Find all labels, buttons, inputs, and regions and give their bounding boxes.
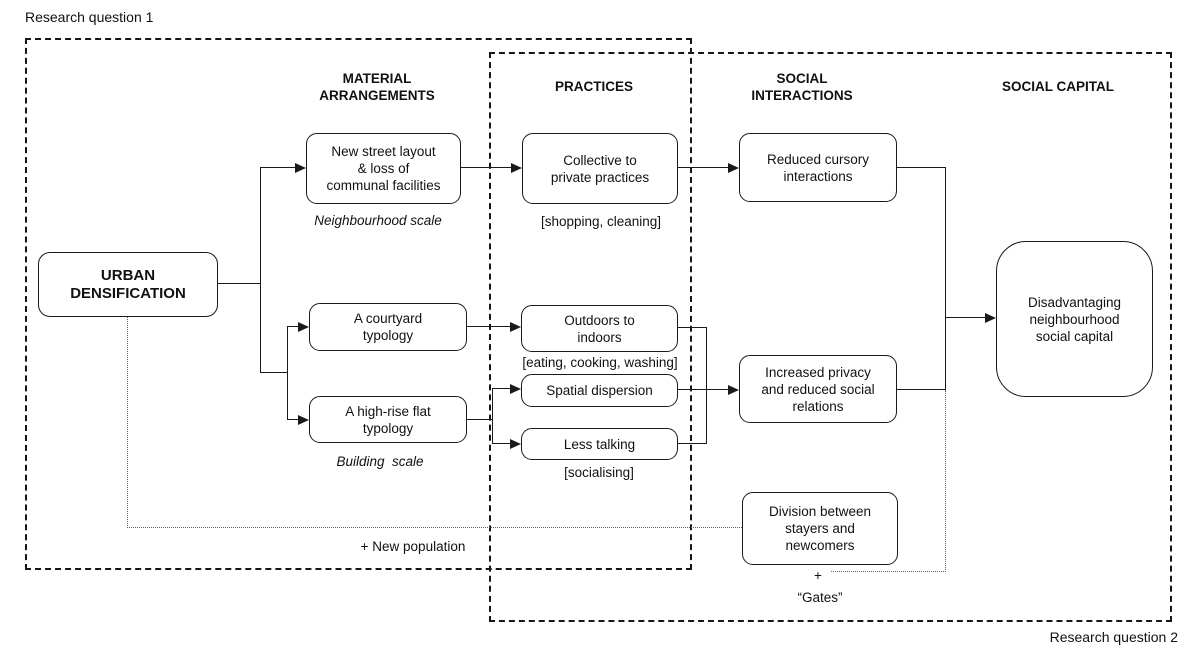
connector-line: [467, 419, 493, 420]
label-plus: +: [814, 568, 822, 583]
connector-line: [493, 443, 512, 444]
node-highrise-typology: A high-rise flat typology: [309, 396, 467, 443]
node-reduced-cursory-interactions: Reduced cursory interactions: [739, 133, 897, 202]
arrowhead-icon: [985, 313, 996, 323]
connector-line: [897, 389, 946, 390]
dotted-connector-line: [831, 571, 946, 572]
connector-line: [706, 327, 707, 444]
node-increased-privacy: Increased privacy and reduced social rel…: [739, 355, 897, 423]
connector-line: [678, 327, 707, 328]
connector-line: [288, 419, 300, 420]
connector-line: [260, 167, 261, 373]
arrowhead-icon: [511, 163, 522, 173]
arrowhead-icon: [295, 163, 306, 173]
research-question-2-boundary: [489, 52, 1172, 622]
node-urban-densification: URBAN DENSIFICATION: [38, 252, 218, 317]
node-division-stayers-newcomers: Division between stayers and newcomers: [742, 492, 898, 565]
connector-line: [288, 326, 300, 327]
connector-line: [492, 388, 493, 444]
column-header-social-interactions: SOCIAL INTERACTIONS: [751, 71, 853, 103]
label-neighbourhood-scale: Neighbourhood scale: [314, 213, 442, 228]
node-outdoors-to-indoors: Outdoors to indoors: [521, 305, 678, 352]
column-header-material-arrangements: MATERIAL ARRANGEMENTS: [319, 71, 435, 103]
node-disadvantaging-social-capital: Disadvantaging neighbourhood social capi…: [996, 241, 1153, 397]
node-spatial-dispersion: Spatial dispersion: [521, 374, 678, 407]
node-courtyard-typology: A courtyard typology: [309, 303, 467, 351]
connector-line: [678, 167, 730, 168]
connector-line: [493, 388, 512, 389]
column-header-social-capital: SOCIAL CAPITAL: [1001, 79, 1115, 94]
label-gates: “Gates”: [797, 590, 843, 605]
node-collective-to-private: Collective to private practices: [522, 133, 678, 204]
arrowhead-icon: [510, 384, 521, 394]
arrowhead-icon: [298, 322, 309, 332]
connector-line: [218, 283, 261, 284]
arrowhead-icon: [728, 163, 739, 173]
label-socialising: [socialising]: [564, 465, 634, 480]
connector-line: [467, 326, 512, 327]
arrowhead-icon: [510, 439, 521, 449]
label-shopping-cleaning: [shopping, cleaning]: [540, 214, 662, 229]
dotted-connector-line: [127, 527, 742, 528]
connector-line: [261, 167, 297, 168]
arrowhead-icon: [510, 322, 521, 332]
label-building-scale: Building scale: [336, 454, 424, 469]
arrowhead-icon: [728, 385, 739, 395]
connector-line: [678, 389, 730, 390]
node-less-talking: Less talking: [521, 428, 678, 460]
connector-line: [461, 167, 513, 168]
connector-line: [261, 372, 288, 373]
label-eating-cooking-washing: [eating, cooking, washing]: [522, 355, 678, 370]
label-new-population: + New population: [360, 539, 466, 554]
connector-line: [678, 443, 707, 444]
arrowhead-icon: [298, 415, 309, 425]
column-header-practices: PRACTICES: [554, 79, 634, 94]
connector-line: [287, 326, 288, 420]
node-new-street-layout: New street layout & loss of communal fac…: [306, 133, 461, 204]
connector-line: [945, 167, 946, 390]
connector-line: [897, 167, 946, 168]
research-question-1-boundary: [25, 38, 692, 570]
research-question-1-label: Research question 1: [25, 9, 154, 25]
dotted-connector-line: [127, 317, 128, 528]
research-question-2-label: Research question 2: [1049, 629, 1178, 645]
dotted-connector-line: [945, 390, 946, 572]
connector-line: [946, 317, 987, 318]
